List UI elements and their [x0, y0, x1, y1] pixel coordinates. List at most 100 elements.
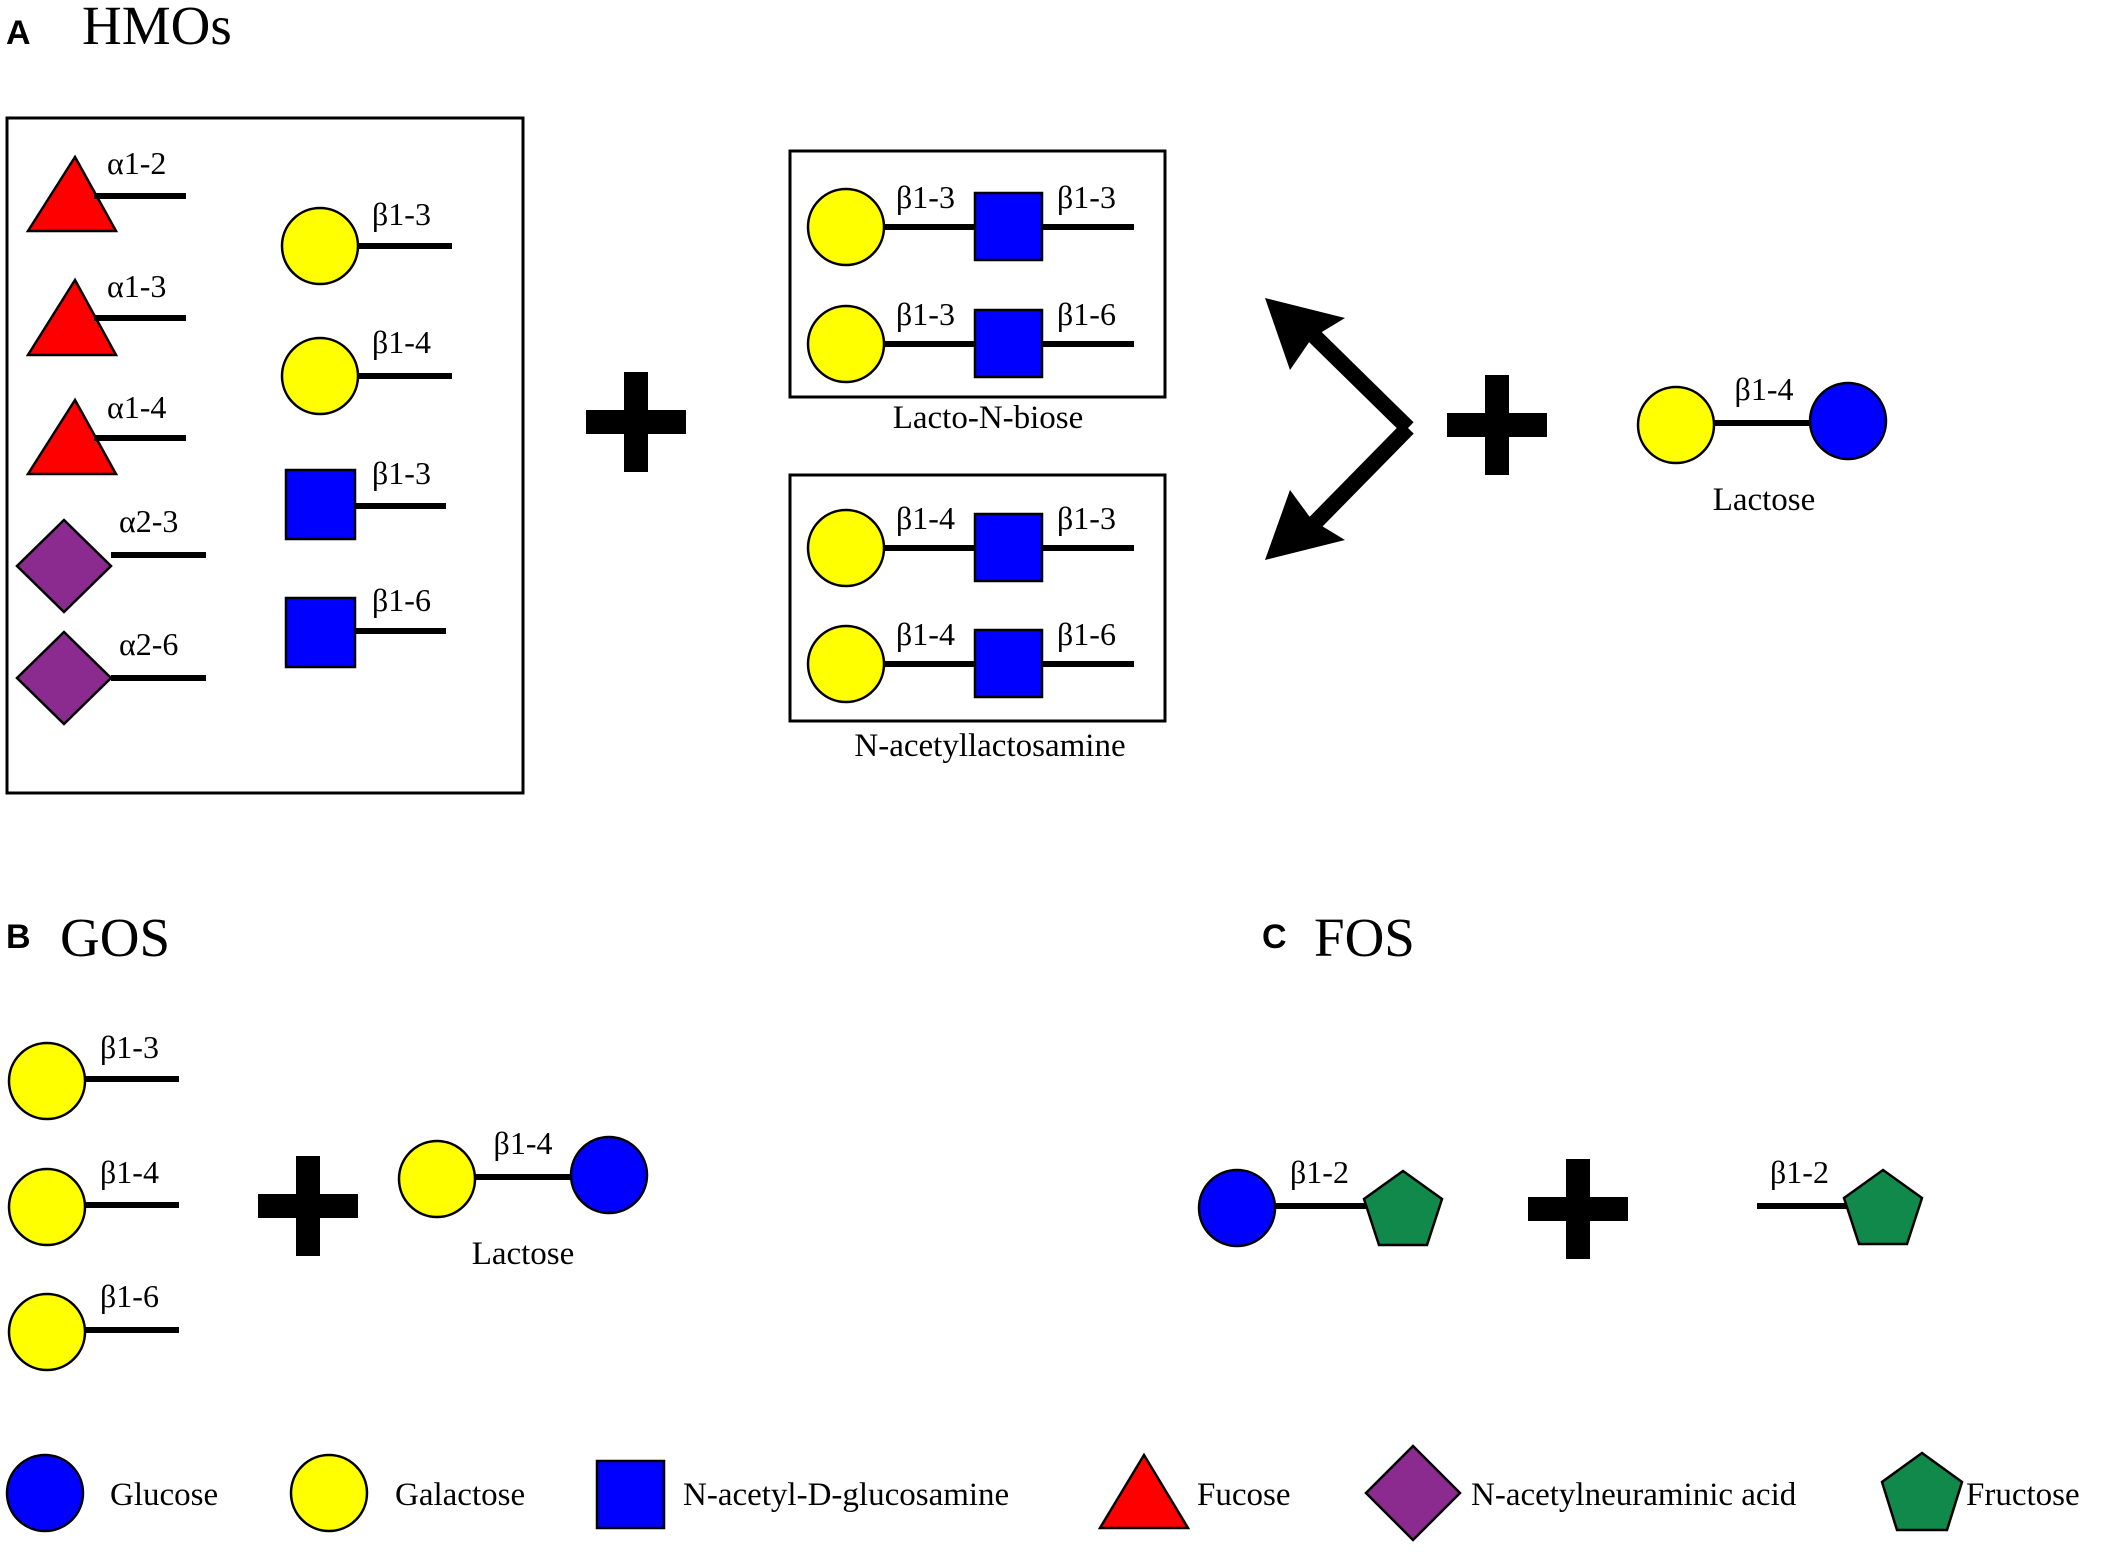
sialic-a2-6-unit: α2-6: [15, 626, 206, 726]
galactose-circle-icon: [806, 624, 886, 704]
fucose-triangle-icon: [1097, 1452, 1191, 1530]
fucose-linkage-label: α1-2: [107, 145, 166, 181]
panel-b: B GOS β1-3 β1-4 β1-6 β1-4 Lactose: [6, 907, 649, 1372]
lacto-n-biose-row-2: β1-3 β1-6: [806, 296, 1134, 384]
plus-sign-icon: [1528, 1159, 1628, 1259]
n-acetyllactosamine-row-1: β1-4 β1-3: [806, 500, 1134, 588]
galactose-linkage-label: β1-3: [372, 196, 431, 232]
lactose-caption: Lactose: [472, 1236, 575, 1272]
gos-galactose-b1-3-unit: β1-3: [7, 1029, 179, 1121]
lactose-caption: Lactose: [1713, 482, 1816, 518]
legend-item-fructose: Fructose: [1880, 1451, 2080, 1532]
fucose-linkage-label: α1-3: [107, 268, 166, 304]
lacto-n-biose-row-1: β1-3 β1-3: [806, 179, 1134, 267]
galactose-circle-icon: [289, 1453, 369, 1533]
legend-label: N-acetyl-D-glucosamine: [683, 1477, 1009, 1513]
legend-item-galactose: Galactose: [289, 1453, 525, 1533]
fructose-pentagon-icon: [1362, 1169, 1444, 1247]
right-linkage-label: β1-3: [1057, 179, 1116, 215]
galactose-circle-icon: [806, 508, 886, 588]
panel-a: A HMOs α1-2 α1-3 α1-4 α2-3 α: [5, 0, 1888, 795]
fructose-unit: β1-2: [1757, 1154, 1924, 1246]
glucose-circle-icon: [5, 1453, 85, 1533]
glcnac-square-icon: [973, 191, 1044, 262]
plus-sign-icon: [586, 372, 686, 472]
panel-a-title: HMOs: [82, 0, 232, 56]
sialic-acid-diamond-icon: [15, 518, 113, 614]
sialic-linkage-label: α2-3: [119, 503, 178, 539]
lactose-linkage-label: β1-4: [1735, 371, 1794, 407]
glcnac-b1-3-unit: β1-3: [284, 455, 446, 541]
glcnac-square-icon: [973, 512, 1044, 583]
left-linkage-label: β1-3: [896, 296, 955, 332]
legend-item-fucose: Fucose: [1097, 1452, 1291, 1530]
gos-linkage-label: β1-4: [100, 1154, 159, 1190]
gos-linkage-label: β1-6: [100, 1278, 159, 1314]
glcnac-linkage-label: β1-6: [372, 582, 431, 618]
galactose-circle-icon: [280, 336, 360, 416]
panel-a-letter: A: [6, 14, 31, 52]
gos-galactose-b1-4-unit: β1-4: [7, 1154, 179, 1247]
glucose-circle-icon: [1197, 1168, 1277, 1248]
right-linkage-label: β1-6: [1057, 296, 1116, 332]
galactose-linkage-label: β1-4: [372, 324, 431, 360]
fructose-linkage-label: β1-2: [1770, 1154, 1829, 1190]
n-acetyllactosamine-box: [788, 473, 1167, 723]
galactose-circle-icon: [7, 1292, 87, 1372]
fructose-pentagon-icon: [1842, 1168, 1924, 1246]
fucose-a1-4-unit: α1-4: [25, 389, 186, 476]
glcnac-b1-6-unit: β1-6: [284, 582, 446, 669]
galactose-b1-3-unit: β1-3: [280, 196, 452, 286]
panel-c-letter: C: [1262, 918, 1287, 956]
legend-label: Fructose: [1966, 1477, 2080, 1513]
sucrose-linkage-label: β1-2: [1290, 1154, 1349, 1190]
arrowhead-down-icon: [1265, 490, 1345, 560]
panel-b-title: GOS: [60, 907, 170, 968]
lactose-unit-b: β1-4 Lactose: [397, 1125, 649, 1272]
right-linkage-label: β1-6: [1057, 616, 1116, 652]
legend-item-sialic-acid: N-acetylneuraminic acid: [1364, 1444, 1797, 1542]
sialic-a2-3-unit: α2-3: [15, 503, 206, 614]
glcnac-linkage-label: β1-3: [372, 455, 431, 491]
branch-arrows-icon: [1265, 298, 1414, 560]
sucrose-unit: β1-2: [1197, 1154, 1444, 1248]
hmo-building-blocks-box: [5, 116, 525, 795]
glucose-circle-icon: [1808, 381, 1888, 461]
panel-c-title: FOS: [1314, 907, 1415, 968]
right-linkage-label: β1-3: [1057, 500, 1116, 536]
glcnac-square-icon: [595, 1459, 666, 1530]
left-linkage-label: β1-3: [896, 179, 955, 215]
panel-b-letter: B: [6, 918, 31, 956]
glcnac-square-icon: [973, 308, 1044, 379]
galactose-b1-4-unit: β1-4: [280, 324, 452, 416]
left-linkage-label: β1-4: [896, 500, 955, 536]
galactose-circle-icon: [1636, 385, 1716, 465]
legend-label: N-acetylneuraminic acid: [1471, 1477, 1797, 1513]
plus-sign-icon: [258, 1156, 358, 1256]
glucose-circle-icon: [569, 1135, 649, 1215]
plus-sign-icon: [1447, 375, 1547, 475]
galactose-circle-icon: [806, 187, 886, 267]
galactose-circle-icon: [7, 1041, 87, 1121]
n-acetyllactosamine-caption: N-acetyllactosamine: [854, 728, 1125, 764]
legend-label: Fucose: [1197, 1477, 1291, 1513]
galactose-circle-icon: [7, 1167, 87, 1247]
galactose-circle-icon: [280, 206, 360, 286]
fucose-a1-2-unit: α1-2: [25, 145, 186, 233]
legend-item-glucose: Glucose: [5, 1453, 218, 1533]
legend-label: Galactose: [395, 1477, 525, 1513]
legend-label: Glucose: [110, 1477, 218, 1513]
fructose-pentagon-icon: [1880, 1451, 1964, 1532]
gos-linkage-label: β1-3: [100, 1029, 159, 1065]
sialic-acid-diamond-icon: [1364, 1444, 1462, 1542]
n-acetyllactosamine-row-2: β1-4 β1-6: [806, 616, 1134, 704]
glcnac-square-icon: [284, 468, 357, 541]
legend: Glucose Galactose N-acetyl-D-glucosamine…: [5, 1444, 2080, 1542]
lacto-n-biose-caption: Lacto-N-biose: [893, 400, 1084, 436]
sialic-linkage-label: α2-6: [119, 626, 178, 662]
galactose-circle-icon: [397, 1139, 477, 1219]
panel-c: C FOS β1-2 β1-2: [1197, 907, 1924, 1259]
left-linkage-label: β1-4: [896, 616, 955, 652]
lactose-linkage-label: β1-4: [494, 1125, 553, 1161]
